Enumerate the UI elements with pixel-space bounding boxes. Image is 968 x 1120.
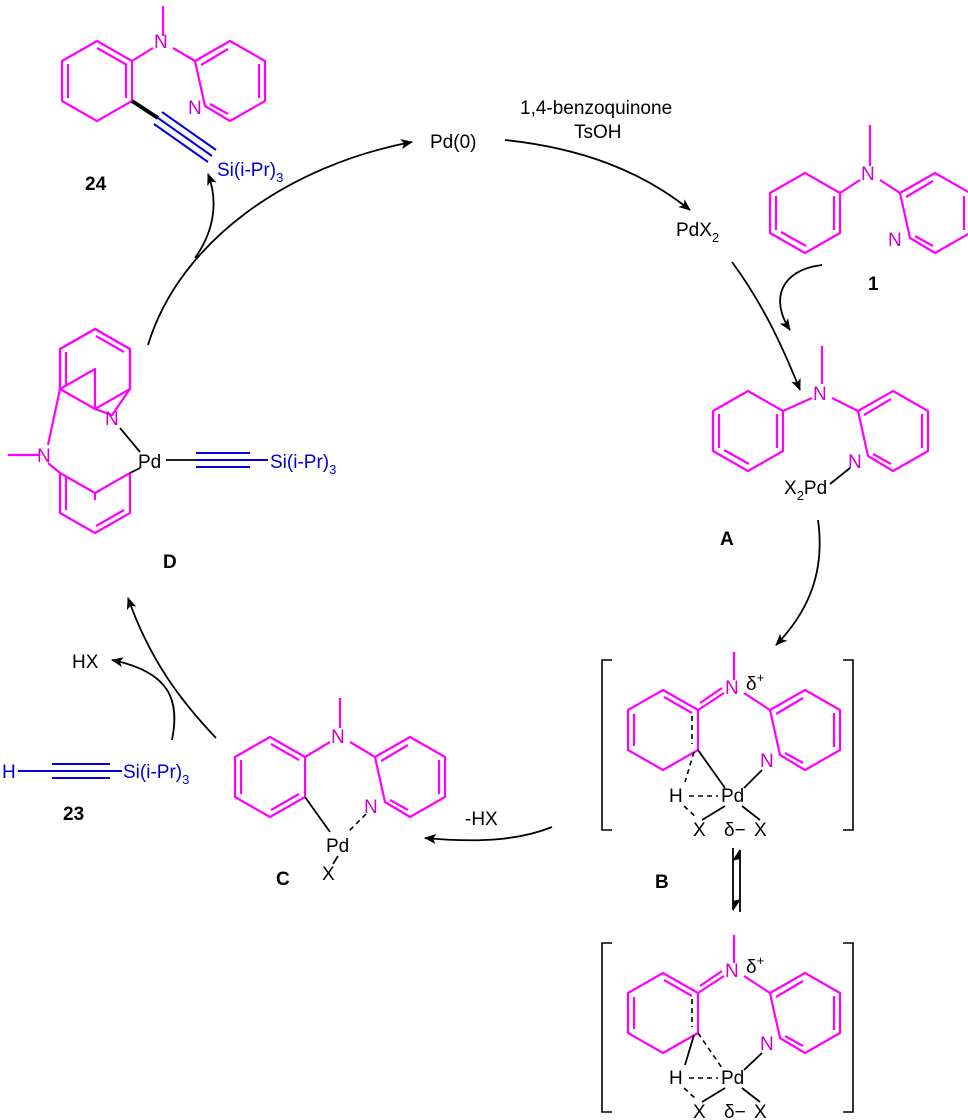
pyridine-nitrogen: N [760, 1034, 774, 1055]
pyridine-nitrogen: N [105, 409, 119, 430]
compound-label-c: C [276, 869, 290, 890]
compound-label-1: 1 [868, 274, 879, 295]
palladium-center: Pd [721, 1068, 744, 1089]
pdx2-species: PdX2 [676, 220, 719, 245]
transition-state-b-lower: N δ+ N Pd H X δ− X [601, 935, 854, 1120]
compound-label-24: 24 [85, 174, 107, 195]
pyridine-ring [768, 971, 842, 1055]
substrate-1-structure: N N [768, 125, 968, 255]
delta-plus-charge: δ+ [746, 953, 764, 978]
x-ligand: X [693, 1102, 706, 1120]
pd0-species: Pd(0) [430, 132, 476, 153]
delta-minus-charge: δ− [724, 820, 746, 841]
intermediate-a-structure: N N X2Pd [711, 346, 930, 503]
phenyl-ring [768, 171, 842, 255]
pyridine-ring [373, 735, 447, 819]
x2pd-fragment: X2Pd [784, 478, 827, 503]
arrow-substrate-in [779, 264, 823, 331]
product-24-structure: N N Si(i-Pr)3 [60, 6, 283, 185]
compound-label-23: 23 [63, 804, 84, 825]
pyridine-nitrogen: N [188, 98, 202, 119]
arrow-pd0-to-pdx2 [504, 139, 691, 211]
pyridine-ring [768, 688, 842, 772]
palladium-center: Pd [138, 452, 161, 473]
pyridine-nitrogen: N [848, 452, 862, 473]
reagent-23-structure: H Si(i-Pr)3 [2, 762, 189, 787]
minus-hx-label: -HX [465, 809, 498, 830]
cycle-arrows [111, 139, 823, 844]
intermediate-c-structure: N N Pd X [233, 698, 447, 885]
arrow-b-to-c [424, 826, 553, 844]
pyridine-ring [58, 327, 132, 411]
iminium-nitrogen: N [725, 961, 739, 982]
benzene-ring [60, 39, 134, 123]
compound-label-b: B [655, 872, 669, 893]
pyridine-nitrogen: N [760, 751, 774, 772]
silyl-group: Si(i-Pr)3 [123, 762, 189, 787]
pyridine-ring [898, 171, 968, 255]
x-ligand: X [322, 864, 335, 885]
amine-nitrogen: N [154, 32, 168, 53]
x-ligand: X [754, 820, 767, 841]
phenyl-ring [58, 471, 132, 535]
phenyl-ring [711, 389, 785, 473]
terminal-hydrogen: H [2, 762, 16, 783]
arrow-a-to-b [775, 519, 821, 646]
amine-nitrogen: N [813, 384, 827, 405]
amine-nitrogen: N [861, 164, 875, 185]
benzene-ring [626, 688, 700, 772]
x-ligand: X [754, 1102, 767, 1120]
benzene-ring [233, 735, 307, 819]
arrow-hx-release [111, 657, 176, 741]
arrow-c-to-d [126, 597, 217, 739]
palladium-center: Pd [721, 786, 744, 807]
arrow-pdx2-to-a [731, 261, 801, 391]
iminium-nitrogen: N [725, 678, 739, 699]
pyridine-nitrogen: N [888, 230, 902, 251]
pyridine-nitrogen: N [364, 797, 378, 818]
amine-nitrogen: N [37, 446, 51, 467]
arrow-d-to-pd0 [147, 139, 413, 346]
benzene-ring [626, 971, 700, 1055]
palladium-center: Pd [326, 836, 349, 857]
pyridine-ring-d [58, 327, 132, 417]
pyridine-ring [856, 389, 930, 473]
intermediate-d-structure: N N Pd Si(i-Pr)3 [8, 327, 336, 535]
reagent-benzoquinone: 1,4-benzoquinone [520, 98, 672, 119]
equilibrium-arrows [732, 848, 741, 912]
hx-byproduct: HX [72, 652, 99, 673]
transition-state-b-upper: N δ+ N Pd H X δ− X [601, 652, 854, 841]
silyl-group: Si(i-Pr)3 [270, 452, 336, 477]
hydrogen-atom: H [669, 1068, 683, 1089]
compound-label-a: A [720, 529, 734, 550]
reagent-tsoh: TsOH [574, 122, 622, 143]
delta-minus-charge: δ− [724, 1102, 746, 1120]
delta-plus-charge: δ+ [746, 670, 764, 695]
compound-label-d: D [163, 552, 177, 573]
pyridine-ring [193, 39, 267, 123]
amine-nitrogen: N [331, 727, 345, 748]
silyl-group: Si(i-Pr)3 [217, 160, 283, 185]
hydrogen-atom: H [669, 786, 683, 807]
arrow-release-24 [194, 173, 217, 259]
x-ligand: X [693, 820, 706, 841]
